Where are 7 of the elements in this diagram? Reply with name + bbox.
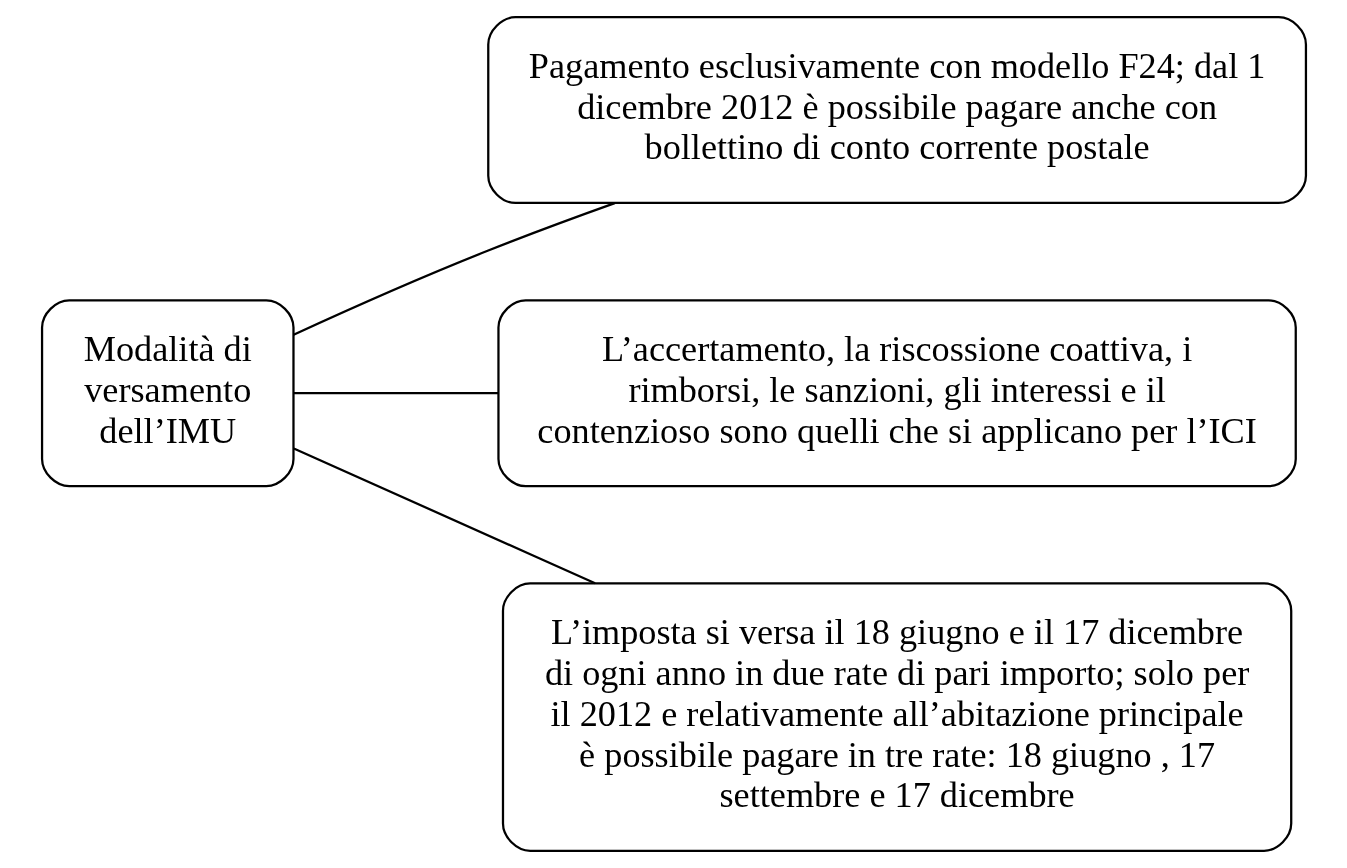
node-box: Modalità di versamento dell’IMU: [40, 299, 295, 488]
node-box: L’accertamento, la riscossione coattiva, i rimborsi, le sanzioni, gli interessi e il contenzioso sono quelli che si applicano per l’ICI: [496, 299, 1297, 488]
connector: [293, 392, 498, 395]
connector: [292, 202, 615, 336]
node-box: L’imposta si versa il 18 giugno e il 17 dicembre di ogni anno in due rate di pari importo; solo per il 2012 e relativamente all’abitazione principale è possibile pagare in tre rate: 18 giugno , 17 settembre e 17 dicembre: [501, 582, 1292, 852]
connector: [292, 447, 596, 585]
node-box: Pagamento esclusivamente con modello F24; dal 1 dicembre 2012 è possibile pagare anche con bollettino di conto corrente postale: [486, 16, 1307, 205]
